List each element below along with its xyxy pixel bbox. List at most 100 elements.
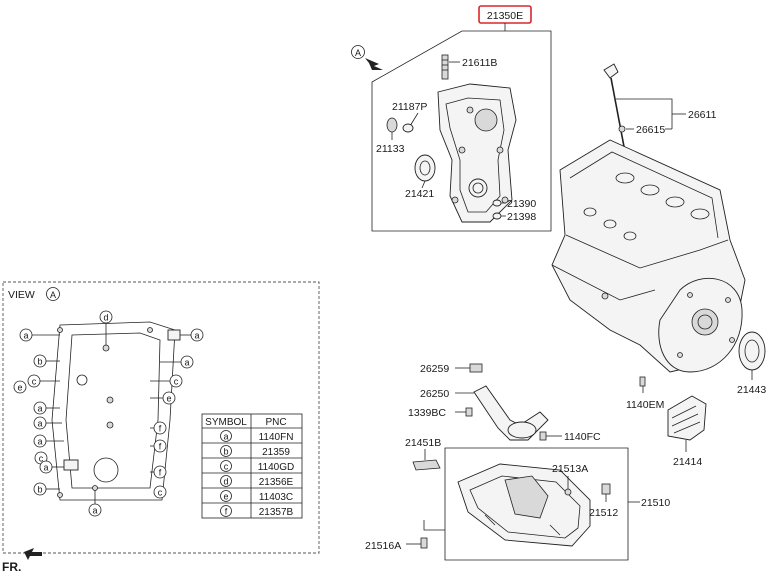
gasket-26259[interactable] — [469, 363, 483, 373]
part-callout-21390[interactable]: 21390 — [507, 198, 536, 210]
view-arrow-icon — [365, 58, 383, 70]
view-seal-bore — [93, 457, 119, 483]
svg-text:a: a — [92, 506, 97, 516]
part-callout-21133[interactable]: 21133 — [376, 143, 405, 155]
part-callout-21398[interactable]: 21398 — [507, 211, 536, 223]
seal-21187P[interactable] — [402, 123, 414, 133]
svg-text:f: f — [159, 424, 162, 434]
svg-text:a: a — [37, 404, 42, 414]
svg-text:11403C: 11403C — [259, 492, 293, 503]
svg-text:1140GD: 1140GD — [258, 462, 295, 473]
svg-text:e: e — [166, 394, 171, 404]
bolt-1140EM[interactable] — [639, 376, 646, 387]
front-direction-indicator: FR. — [2, 548, 42, 574]
svg-text:f: f — [159, 442, 162, 452]
o-ring-21390[interactable] — [492, 199, 502, 207]
cap-21133[interactable] — [386, 117, 398, 133]
table-row: a 1140FN — [220, 430, 293, 443]
oil-seal-21421[interactable] — [414, 154, 436, 182]
view-marker-letter: A — [50, 290, 56, 300]
part-callout-26611[interactable]: 26611 — [688, 109, 717, 121]
table-row: c 1140GD — [220, 460, 295, 473]
timing-chain-cover[interactable] — [437, 83, 517, 223]
view-a-box — [2, 281, 320, 554]
view-label: VIEW — [8, 289, 35, 301]
svg-text:d: d — [103, 313, 108, 323]
part-callout-1339BC[interactable]: 1339BC — [408, 407, 446, 419]
table-header-pnc: PNC — [265, 417, 286, 428]
drain-plug-21512[interactable] — [601, 483, 611, 495]
svg-text:a: a — [43, 463, 48, 473]
table-row: e 11403C — [220, 490, 293, 503]
view-cover-inner — [65, 332, 161, 489]
view-symbols: a d a b a c c e e a a a f f c f a b c a — [13, 310, 204, 517]
part-callout-21510[interactable]: 21510 — [641, 497, 670, 509]
part-callout-21451B[interactable]: 21451B — [405, 437, 441, 449]
part-callout-26615[interactable]: 26615 — [636, 124, 665, 136]
part-callout-21187P[interactable]: 21187P — [392, 101, 427, 113]
part-callout-21611B[interactable]: 21611B — [462, 57, 497, 69]
svg-text:b: b — [223, 447, 228, 457]
bolt-21516A[interactable] — [420, 537, 428, 549]
part-callout-1140EM[interactable]: 1140EM — [626, 399, 664, 411]
part-callout-21513A[interactable]: 21513A — [552, 463, 588, 475]
table-header-symbol: SYMBOL — [205, 417, 247, 428]
o-ring-21398[interactable] — [492, 212, 502, 220]
part-callout-21414[interactable]: 21414 — [673, 456, 702, 468]
svg-text:a: a — [194, 331, 199, 341]
symbol-pnc-table: SYMBOL PNC a 1140FN b 21359 c 1140GD d 2… — [201, 413, 303, 519]
oil-pan-21510[interactable] — [457, 463, 591, 547]
svg-text:c: c — [158, 488, 163, 498]
front-label: FR. — [2, 560, 21, 574]
cylinder-block[interactable] — [551, 139, 746, 373]
gasket-21513A[interactable] — [564, 488, 572, 496]
svg-text:A: A — [355, 48, 361, 58]
svg-text:21357B: 21357B — [259, 507, 294, 518]
timing-cover-group-bracket — [371, 23, 552, 232]
svg-text:a: a — [223, 432, 228, 442]
svg-text:c: c — [39, 454, 44, 464]
svg-text:21356E: 21356E — [259, 477, 294, 488]
rear-oil-seal-21443[interactable] — [738, 331, 766, 371]
stud-bolt-21611B[interactable] — [441, 54, 449, 80]
svg-text:f: f — [159, 468, 162, 478]
svg-text:c: c — [32, 377, 37, 387]
part-callout-21443[interactable]: 21443 — [737, 384, 766, 396]
oil-pan-group-bracket — [423, 447, 629, 561]
oil-screen-26250[interactable] — [473, 385, 549, 441]
part-callout-21512[interactable]: 21512 — [589, 507, 618, 519]
bolt-1140FC[interactable] — [539, 431, 547, 441]
view-cover-outline — [51, 321, 176, 501]
svg-text:c: c — [224, 462, 229, 472]
svg-text:d: d — [223, 477, 228, 487]
part-callout-26250[interactable]: 26250 — [420, 388, 449, 400]
svg-text:a: a — [37, 437, 42, 447]
svg-text:e: e — [17, 383, 22, 393]
svg-text:b: b — [37, 357, 42, 367]
svg-text:a: a — [37, 419, 42, 429]
table-row: d 21356E — [220, 475, 294, 488]
svg-text:b: b — [37, 485, 42, 495]
bolt-1339BC[interactable] — [465, 407, 473, 417]
front-arrow-icon — [24, 548, 42, 560]
svg-text:a: a — [184, 358, 189, 368]
svg-text:c: c — [174, 377, 179, 387]
part-callout-26259[interactable]: 26259 — [420, 363, 449, 375]
part-callout-21421[interactable]: 21421 — [405, 188, 434, 200]
svg-text:21359: 21359 — [262, 447, 290, 458]
bracket-21414[interactable] — [667, 395, 707, 441]
part-callout-21516A[interactable]: 21516A — [365, 540, 401, 552]
part-number-label: 21350E — [487, 10, 523, 22]
part-callout-21350E[interactable]: 21350E — [478, 5, 532, 24]
table-row: b 21359 — [220, 445, 290, 458]
o-ring-26615[interactable] — [618, 125, 626, 133]
svg-text:a: a — [23, 331, 28, 341]
table-row: f 21357B — [220, 505, 294, 518]
svg-text:f: f — [225, 507, 228, 517]
view-a-marker: A — [351, 45, 383, 70]
svg-text:e: e — [223, 492, 228, 502]
baffle-21451B[interactable] — [412, 459, 441, 471]
part-callout-1140FC[interactable]: 1140FC — [564, 431, 601, 443]
